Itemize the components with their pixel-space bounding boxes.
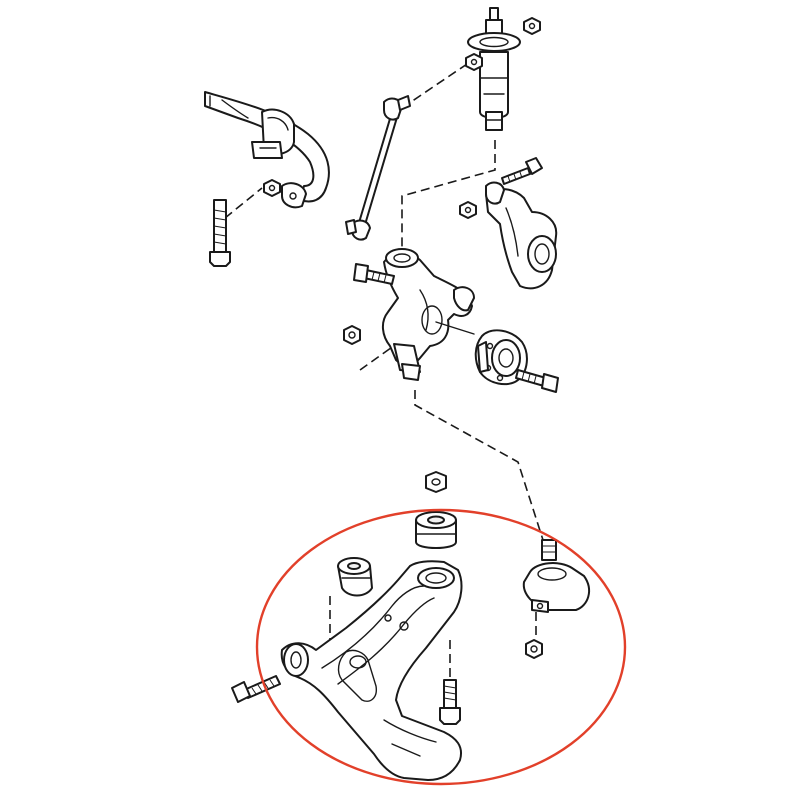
stabilizer-link <box>345 95 411 241</box>
nut-icon <box>465 53 483 71</box>
nut-icon <box>343 325 361 345</box>
nut-icon <box>459 201 477 219</box>
lower-control-arm <box>280 560 463 781</box>
rear-mount-bolt-icon <box>439 679 461 725</box>
bolt-icon <box>501 157 543 185</box>
front-bushing <box>337 557 373 597</box>
hub-bolt-icon <box>515 369 559 393</box>
steering-knuckle-center <box>382 248 475 381</box>
rear-bushing <box>415 511 457 549</box>
nut-icon <box>525 639 543 659</box>
bolt-icon <box>353 263 395 285</box>
front-mount-bolt-icon <box>231 675 281 703</box>
stabilizer-lower-clamp <box>281 182 307 209</box>
long-bolt-icon <box>209 199 231 267</box>
stabilizer-bushing-clamp <box>251 108 295 159</box>
ball-joint <box>522 539 591 613</box>
leader-lines <box>224 61 544 680</box>
steering-knuckle-right <box>485 181 558 290</box>
wheel-hub <box>474 329 528 386</box>
strut-assembly <box>467 7 521 131</box>
nut-icon <box>263 179 281 197</box>
nut-icon <box>523 17 541 35</box>
highlight-ellipse <box>255 508 627 786</box>
nut-icon <box>425 471 447 493</box>
